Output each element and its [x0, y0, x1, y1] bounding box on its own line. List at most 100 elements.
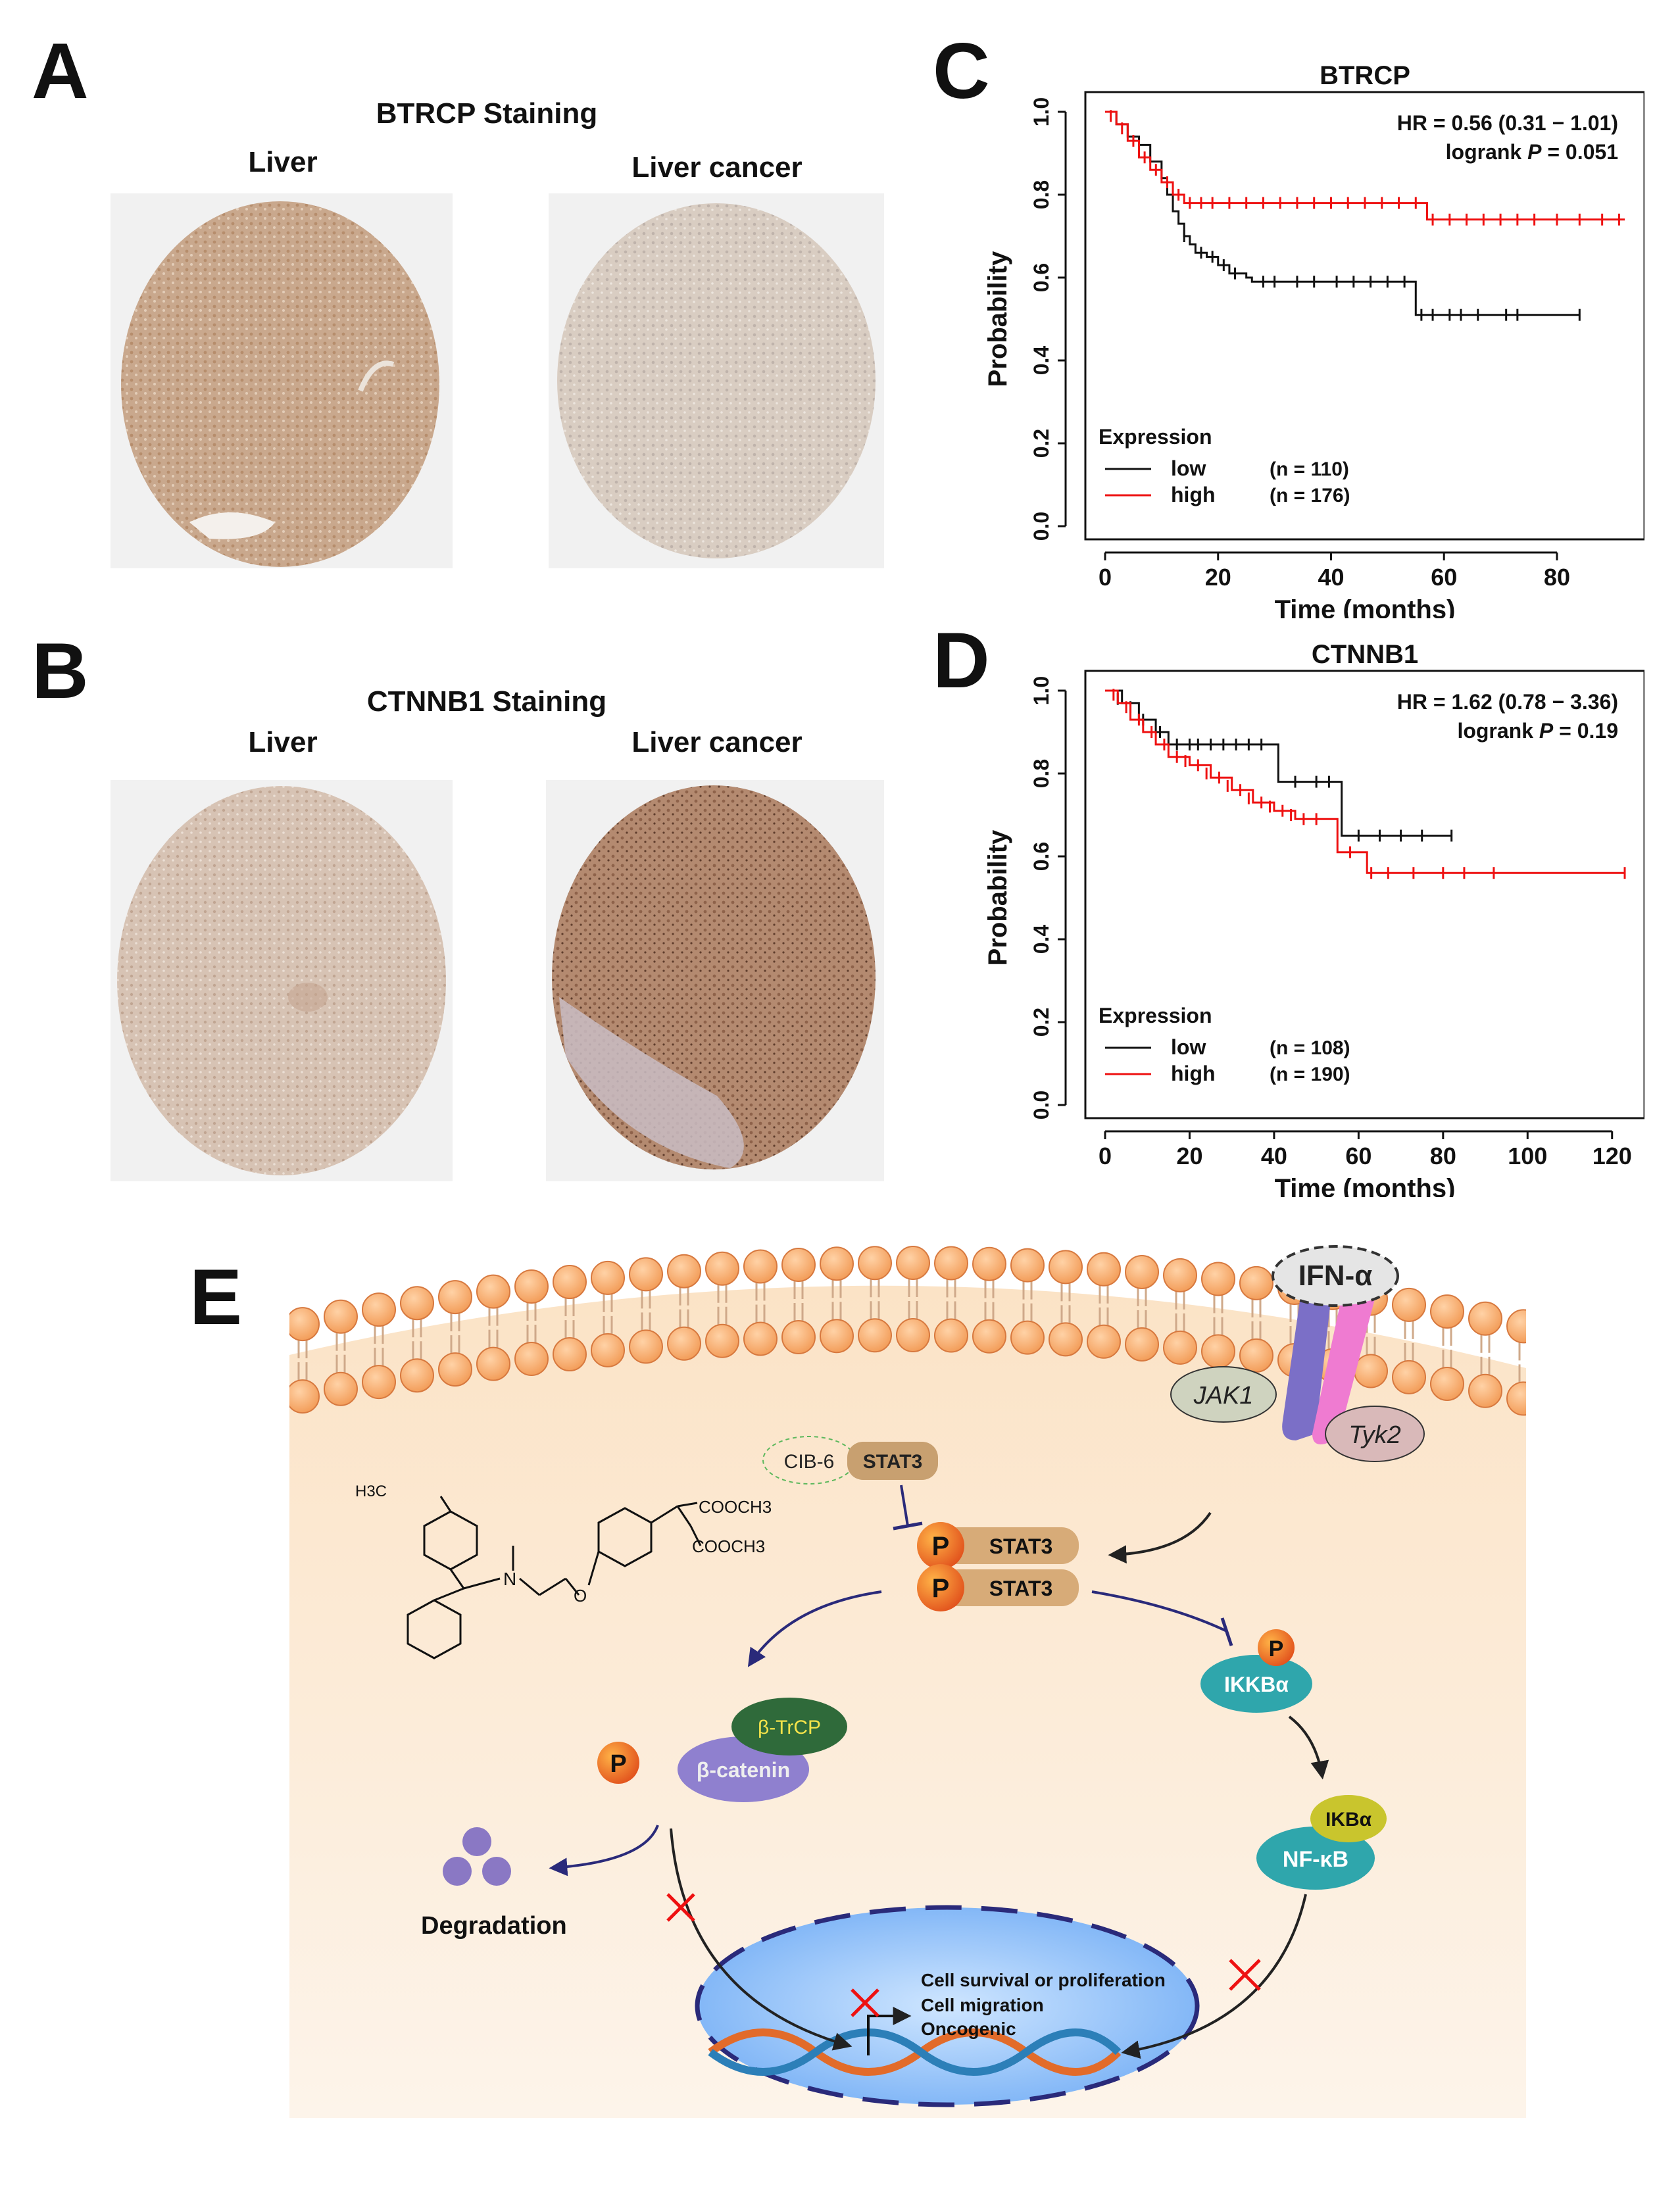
- lipid-head: [1201, 1262, 1235, 1296]
- y-tick-label: 0.0: [1029, 512, 1053, 541]
- panel-a-title: BTRCP Staining: [376, 97, 598, 130]
- y-axis-label: Probability: [983, 829, 1012, 966]
- x-tick-label: 80: [1430, 1142, 1456, 1169]
- legend-label-low: low: [1171, 1035, 1206, 1059]
- lipid-head: [1201, 1334, 1235, 1369]
- y-tick-label: 1.0: [1029, 97, 1053, 126]
- y-tick-label: 0.8: [1029, 759, 1053, 788]
- lipid-head: [476, 1274, 510, 1309]
- btrcp-label: β-TrCP: [758, 1717, 821, 1738]
- stat3-label-top: STAT3: [989, 1534, 1053, 1558]
- lipid-head: [1430, 1294, 1464, 1329]
- lipid-head: [1163, 1258, 1197, 1292]
- lipid-head: [629, 1329, 663, 1364]
- stat3-inhibitor-label: STAT3: [863, 1451, 923, 1473]
- legend-n-high: (n = 190): [1270, 1064, 1350, 1085]
- panel-b-liver-label: Liver: [248, 726, 318, 758]
- lipid-head: [1468, 1373, 1502, 1408]
- lipid-head: [1506, 1309, 1526, 1344]
- lipid-head: [705, 1251, 739, 1286]
- lipid-head: [705, 1323, 739, 1358]
- legend-n-low: (n = 110): [1270, 458, 1349, 480]
- y-tick-label: 0.4: [1029, 925, 1053, 954]
- x-tick-label: 20: [1205, 564, 1231, 591]
- panel-letter-c: C: [933, 27, 990, 115]
- lipid-head: [362, 1292, 396, 1327]
- ifn-alpha-ligand: [1272, 1245, 1399, 1307]
- stat3-dimer: [917, 1522, 1079, 1611]
- lipid-head: [1239, 1338, 1273, 1373]
- chem-o: O: [574, 1586, 587, 1606]
- panel-letter-e: E: [189, 1253, 243, 1341]
- lipid-head: [820, 1246, 854, 1281]
- y-tick-label: 0.2: [1029, 1008, 1053, 1037]
- lipid-head: [858, 1246, 892, 1281]
- panel-letter-b: B: [32, 627, 89, 715]
- x-tick-label: 0: [1099, 1142, 1112, 1169]
- x-axis-label: Time (months): [1275, 1174, 1456, 1197]
- block-mark-transcription: [851, 1988, 879, 2017]
- outcome-oncogenic: Oncogenic: [921, 2019, 1016, 2039]
- hazard-ratio: HR = 1.62 (0.78 − 3.36): [1397, 690, 1618, 714]
- hazard-ratio: HR = 0.56 (0.31 − 1.01): [1397, 111, 1618, 135]
- outcome-survival: Cell survival or proliferation: [921, 1970, 1166, 1990]
- arrow-bcatenin-to-nucleus: [670, 1828, 852, 2051]
- lipid-head: [1049, 1322, 1083, 1357]
- lipid-head: [553, 1337, 587, 1372]
- degradation-label: Degradation: [421, 1912, 567, 1940]
- bcatenin-label: β-catenin: [697, 1758, 790, 1782]
- lipid-head: [934, 1318, 968, 1353]
- lipid-head: [1430, 1366, 1464, 1401]
- lipid-head: [743, 1249, 778, 1284]
- lipid-head: [289, 1379, 320, 1414]
- tyk2-label: Tyk2: [1348, 1421, 1401, 1449]
- outcome-migration: Cell migration: [921, 1995, 1044, 2015]
- y-tick-label: 0.8: [1029, 180, 1053, 209]
- lipid-head: [438, 1352, 472, 1387]
- lipid-head: [781, 1320, 816, 1355]
- legend-n-low: (n = 108): [1270, 1037, 1350, 1059]
- y-tick-label: 0.2: [1029, 429, 1053, 458]
- lipid-head: [362, 1365, 396, 1400]
- panel-letter-a: A: [32, 27, 89, 115]
- cib6-chemical-structure: [407, 1496, 702, 1659]
- x-tick-label: 80: [1544, 564, 1570, 591]
- km-curve-high: [1105, 110, 1625, 221]
- lipid-head: [1125, 1254, 1159, 1289]
- nfkb-label: NF-κB: [1283, 1847, 1348, 1872]
- legend-title: Expression: [1099, 425, 1212, 449]
- lipid-head: [1392, 1287, 1426, 1322]
- btrcp-liver-tissue-image: [111, 193, 453, 568]
- lipid-head: [934, 1246, 968, 1281]
- nfkb-node: [1256, 1827, 1375, 1890]
- degradation-icon: [443, 1827, 511, 1886]
- ikkb-label: IKKBα: [1224, 1673, 1289, 1696]
- ctnnb1-liver-tissue-image: [111, 780, 453, 1181]
- km-curve-high: [1105, 689, 1625, 874]
- lipid-head: [1163, 1330, 1197, 1365]
- lipid-head: [514, 1341, 549, 1376]
- arrow-receptor-to-stat3: [1108, 1511, 1212, 1564]
- x-tick-label: 40: [1318, 564, 1344, 591]
- lipid-head: [438, 1280, 472, 1315]
- stat3-p2: P: [932, 1574, 950, 1603]
- cytoplasm: [289, 1285, 1526, 2118]
- y-tick-label: 0.4: [1029, 346, 1053, 376]
- inhibit-stat3-to-ikkb: [1091, 1590, 1227, 1633]
- transcription-start-arrow: [867, 2007, 912, 2055]
- lipid-head: [1468, 1301, 1502, 1336]
- y-tick-label: 0.6: [1029, 263, 1053, 292]
- legend-title: Expression: [1099, 1004, 1212, 1027]
- ifn-alpha-label: IFN-α: [1298, 1260, 1373, 1292]
- stat3-inhibitor-node: [847, 1442, 938, 1480]
- lipid-head: [629, 1257, 663, 1292]
- arrow-to-degradation: [549, 1825, 659, 1877]
- x-tick-label: 0: [1099, 564, 1112, 591]
- arrow-ikkb-to-nfkb: [1288, 1715, 1329, 1780]
- ikkb-p-label: P: [1269, 1636, 1284, 1661]
- stat3-label-bottom: STAT3: [989, 1577, 1053, 1600]
- y-tick-label: 1.0: [1029, 676, 1053, 705]
- tyk2-node: [1325, 1406, 1425, 1462]
- lipid-head: [553, 1265, 587, 1300]
